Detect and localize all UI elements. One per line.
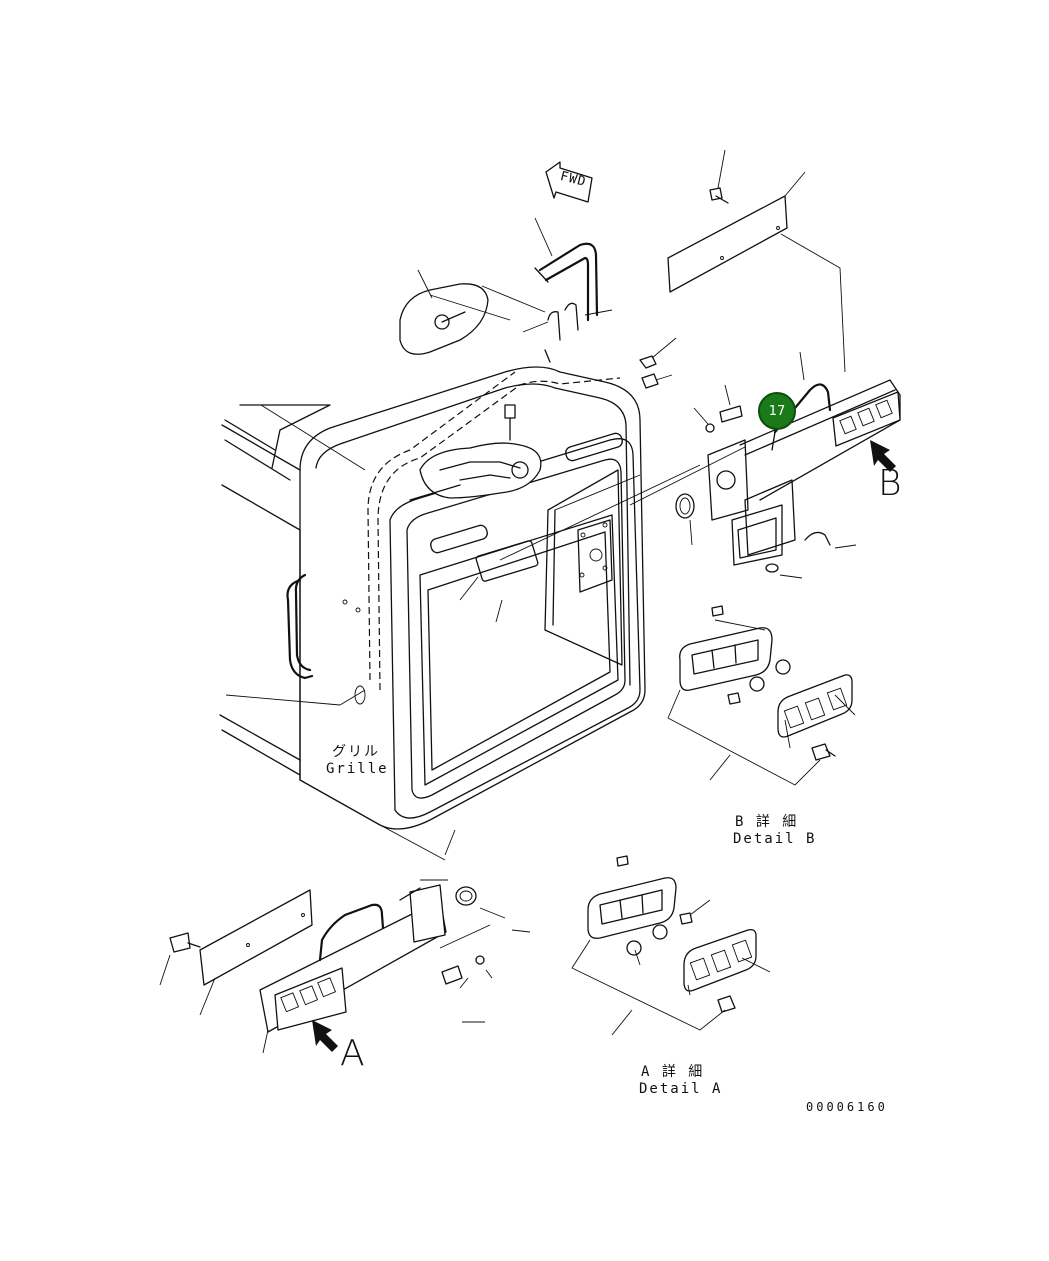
right-assembly xyxy=(675,379,901,573)
cover-plate xyxy=(667,187,788,293)
callout-17-badge[interactable]: 17 xyxy=(758,392,796,430)
harness-cutaway xyxy=(409,404,542,501)
detail-b-label-jp: B 詳 細 xyxy=(735,814,799,830)
view-b-letter: B xyxy=(878,463,902,504)
top-parts xyxy=(399,242,659,389)
detail-a-parts xyxy=(571,855,771,1036)
drawing-number: 00006160 xyxy=(806,1100,888,1114)
grille-label-en: Grille xyxy=(326,761,389,777)
grille-frame xyxy=(219,366,646,830)
leader-and-guide-lines xyxy=(225,149,857,706)
view-arrow-a xyxy=(312,1020,338,1052)
inner-panel xyxy=(544,469,623,666)
detail-a-label-jp: A 詳 細 xyxy=(641,1064,705,1080)
grille-label-jp: グリル xyxy=(332,744,380,760)
view-arrow-b xyxy=(870,440,896,472)
detail-a-label-en: Detail A xyxy=(639,1081,723,1097)
left-assembly xyxy=(159,824,531,1054)
fwd-arrow xyxy=(545,161,593,203)
detail-b-parts xyxy=(667,605,856,786)
view-a-letter: A xyxy=(340,1033,365,1074)
detail-b-label-en: Detail B xyxy=(733,831,817,847)
